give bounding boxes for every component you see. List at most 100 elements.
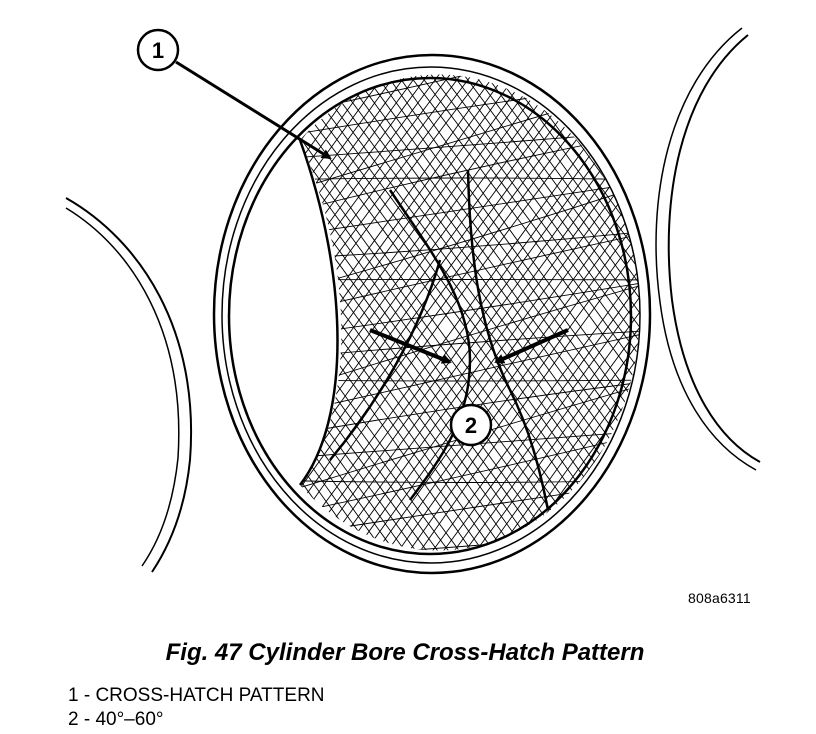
- hatch-line: [0, 60, 250, 580]
- callout-1-leader: [175, 60, 332, 160]
- hatch-line: [0, 60, 140, 580]
- cylinder-bore-diagram: 1 2: [0, 27, 816, 580]
- angle-arrow-left: [369, 328, 452, 364]
- hatch-line: [421, 74, 640, 551]
- callout-2: 2: [449, 403, 493, 447]
- hatch-line: [0, 60, 173, 580]
- right-adjacent-bore: [655, 27, 761, 471]
- hatch-line: [717, 60, 816, 580]
- hatch-line: [300, 74, 427, 551]
- callout-1-number: 1: [152, 38, 164, 63]
- hatch-line: [684, 60, 816, 580]
- hatch-line: [388, 74, 640, 551]
- hatch-line: [300, 279, 640, 281]
- hatch-line: [366, 74, 640, 551]
- hatch-line: [573, 74, 640, 551]
- hatch-line: [476, 74, 640, 551]
- hatch-line: [708, 60, 816, 580]
- hatch-line: [300, 74, 374, 551]
- hatch-line: [487, 74, 640, 551]
- hatch-line: [586, 74, 640, 551]
- legend-item-2: 2 - 40°–60°: [68, 709, 164, 730]
- cross-hatch-pattern: [0, 60, 816, 580]
- hatch-line: [300, 74, 460, 551]
- hatch-line: [300, 74, 572, 551]
- hatch-line: [300, 74, 504, 551]
- hatch-line: [300, 74, 561, 551]
- hatch-line: [300, 379, 640, 382]
- hatch-line: [628, 74, 640, 551]
- hatch-line: [300, 74, 605, 551]
- hatch-line: [772, 60, 816, 580]
- figure-id: 808a6311: [688, 590, 751, 606]
- hatch-line: [300, 74, 640, 551]
- hatch-line: [630, 74, 640, 551]
- hatch-line: [300, 74, 484, 551]
- hatch-line: [300, 74, 583, 551]
- hatch-line: [0, 60, 206, 580]
- hatch-line: [653, 60, 816, 580]
- hatch-line: [0, 60, 294, 580]
- hatch-line: [606, 74, 640, 551]
- hatch-line: [300, 74, 473, 551]
- hatch-line: [0, 60, 184, 580]
- hatch-line: [300, 74, 640, 101]
- hatch-line: [741, 60, 816, 580]
- hatch-line: [695, 60, 816, 580]
- hatch-line: [300, 74, 550, 551]
- figure-caption: Fig. 47 Cylinder Bore Cross-Hatch Patter…: [165, 639, 645, 666]
- hatch-line: [419, 74, 640, 551]
- hatch-line: [300, 74, 471, 551]
- hatch-line: [675, 60, 816, 580]
- hatch-line: [300, 74, 385, 551]
- hatch-line: [474, 74, 640, 551]
- hatch-line: [783, 60, 816, 580]
- hatch-line: [686, 60, 816, 580]
- hatch-line: [0, 60, 283, 580]
- hatch-line: [300, 74, 394, 551]
- hatch-line: [333, 74, 640, 551]
- hatch-line: [410, 74, 640, 551]
- hatch-line: [805, 60, 816, 580]
- left-adjacent-bore: [65, 197, 193, 573]
- hatch-line: [0, 60, 239, 580]
- hatch-line: [785, 60, 816, 580]
- hatch-line: [322, 74, 640, 551]
- hatch-line: [300, 74, 548, 551]
- hatch-line: [673, 60, 816, 580]
- hatch-line: [300, 74, 570, 551]
- hatch-line: [300, 74, 306, 551]
- hatch-line: [300, 74, 594, 551]
- hatch-line: [344, 74, 640, 551]
- hatch-line: [774, 60, 816, 580]
- hatch-line: [300, 74, 407, 551]
- angle-arrow-right: [494, 328, 569, 364]
- hatch-line: [465, 74, 640, 551]
- hatch-line: [300, 74, 328, 551]
- hatch-line: [377, 74, 640, 551]
- hatch-line: [300, 74, 418, 551]
- legend-item-1: 1 - CROSS-HATCH PATTERN: [68, 685, 325, 706]
- hatch-line: [300, 74, 592, 551]
- hatch-line: [0, 60, 217, 580]
- hatch-line: [739, 60, 816, 580]
- bore-inner-edge: [298, 139, 339, 486]
- hatch-line: [575, 74, 640, 551]
- hatch-line: [498, 74, 640, 551]
- hatch-line: [642, 60, 816, 580]
- hatch-line: [300, 74, 372, 551]
- hatch-line: [750, 60, 816, 580]
- hatch-line: [300, 74, 429, 551]
- hatch-line: [595, 74, 640, 551]
- hatch-line: [300, 74, 559, 551]
- hatch-line: [0, 60, 272, 580]
- callout-1: 1: [136, 28, 180, 72]
- hatch-line: [529, 74, 640, 551]
- hatch-line: [617, 74, 640, 551]
- hatch-line: [355, 74, 640, 551]
- hatch-line: [300, 74, 339, 551]
- hatch-line: [300, 74, 438, 551]
- hatch-line: [300, 74, 640, 121]
- hatch-line: [697, 60, 816, 580]
- hatch-line: [300, 74, 405, 551]
